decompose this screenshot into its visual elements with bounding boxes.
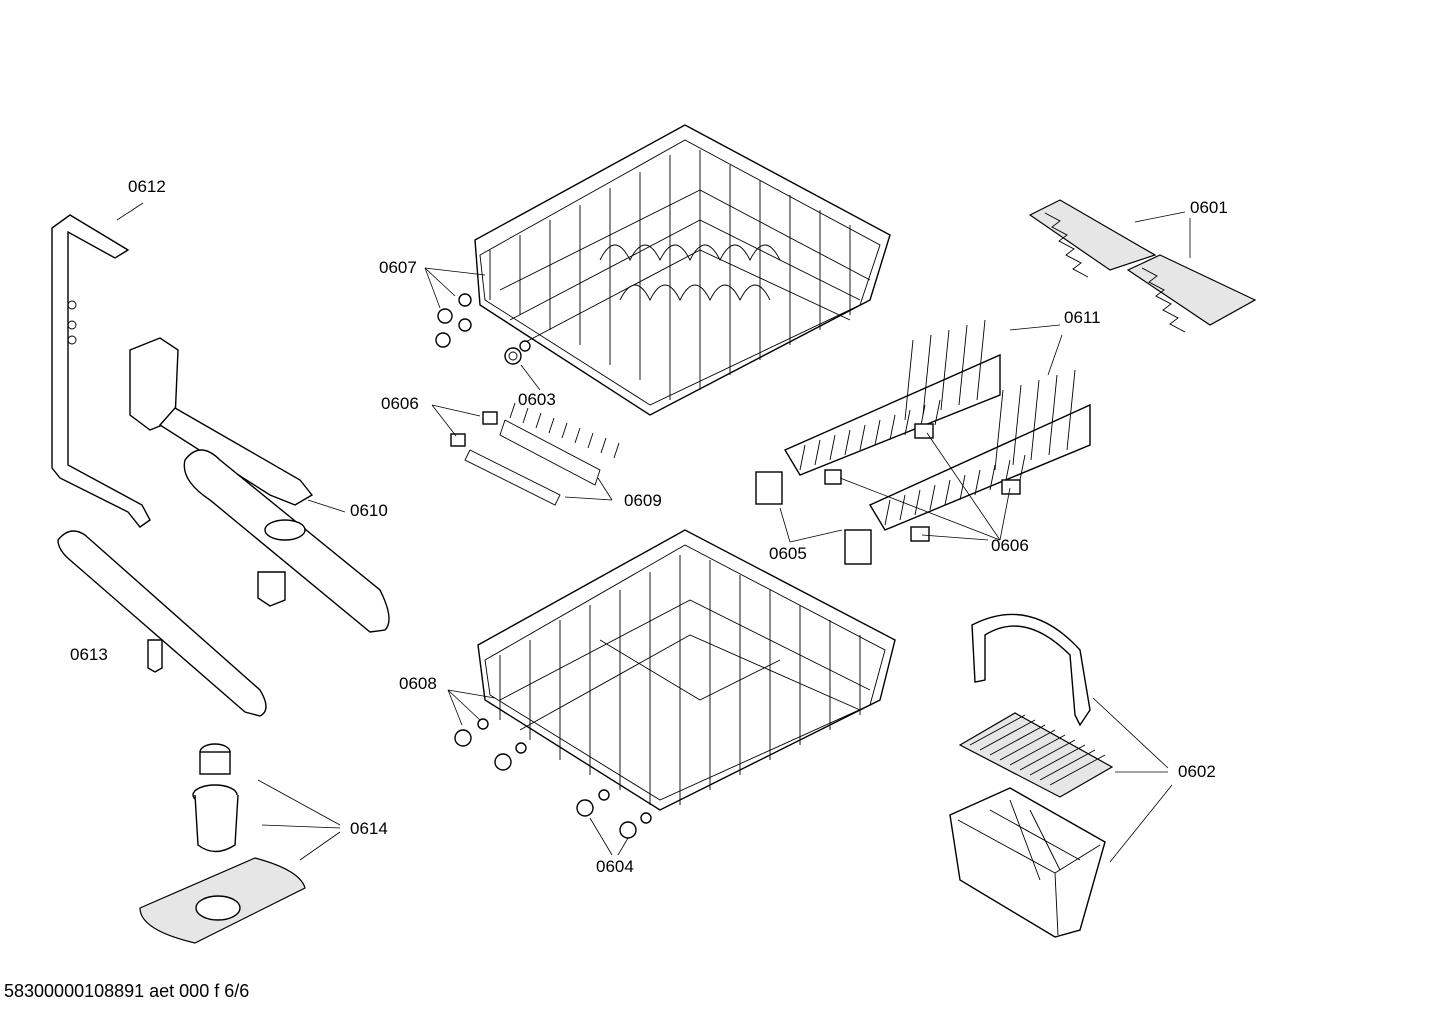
- label-0606-left: 0606: [381, 394, 419, 413]
- label-0614: 0614: [350, 819, 388, 838]
- label-0608: 0608: [399, 674, 437, 693]
- spray-pipe-0612: [51, 214, 151, 528]
- label-0607: 0607: [379, 258, 417, 277]
- spray-arm-0613: [57, 530, 267, 717]
- label-0613: 0613: [70, 645, 108, 664]
- upper-basket-wheels: [435, 293, 531, 365]
- document-id-footer: 58300000108891 aet 000 f 6/6: [4, 981, 250, 1001]
- lower-basket-wheels: [454, 718, 652, 839]
- label-0603: 0603: [518, 390, 556, 409]
- clips-0606: [450, 411, 1021, 542]
- cutlery-basket-0602: [949, 613, 1114, 938]
- label-0610: 0610: [350, 501, 388, 520]
- lower-basket: [477, 529, 896, 811]
- filters-0614: [139, 743, 306, 944]
- label-0612: 0612: [128, 177, 166, 196]
- label-0604: 0604: [596, 857, 634, 876]
- tine-racks-0611: [783, 319, 1091, 531]
- label-0611: 0611: [1064, 308, 1101, 327]
- upper-basket: [474, 124, 891, 416]
- label-0601: 0601: [1190, 198, 1228, 217]
- supports-0605: [755, 471, 872, 565]
- small-tine-rack-0609: [464, 402, 620, 506]
- label-0605: 0605: [769, 544, 807, 563]
- label-0609: 0609: [624, 491, 662, 510]
- fold-down-tines-0601: [1028, 199, 1257, 333]
- label-0602: 0602: [1178, 762, 1216, 781]
- spray-arm-0610: [129, 337, 390, 633]
- leader-lines: [116, 202, 1191, 863]
- label-0606-right: 0606: [991, 536, 1029, 555]
